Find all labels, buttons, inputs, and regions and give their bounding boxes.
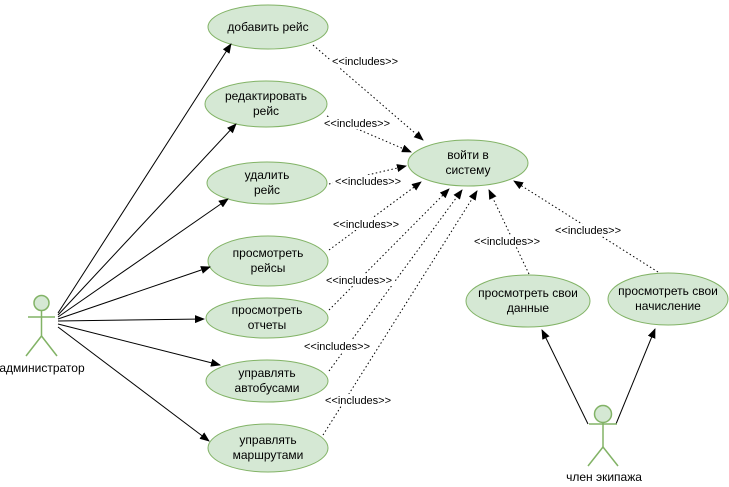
include-label-manage-routes: <<includes>> bbox=[323, 394, 393, 407]
use-case-label-line1: просмотреть свои bbox=[478, 286, 578, 300]
use-case-label-line2: маршрутами bbox=[233, 448, 304, 462]
use-case-ellipse[interactable] bbox=[204, 80, 328, 128]
include-label-edit-flight: <<includes>> bbox=[322, 117, 392, 130]
include-label-text: <<includes>> bbox=[332, 56, 398, 68]
use-case-ellipse[interactable] bbox=[207, 235, 329, 287]
association-administrator-delete-flight bbox=[57, 198, 229, 318]
include-label-bg bbox=[333, 175, 403, 187]
use-case-ellipse[interactable] bbox=[207, 4, 329, 50]
include-label-bg bbox=[322, 117, 392, 129]
include-label-delete-flight: <<includes>> bbox=[333, 175, 403, 188]
include-label-add-flight: <<includes>> bbox=[330, 55, 400, 68]
actor-left-leg bbox=[587, 446, 604, 467]
include-label-text: <<includes>> bbox=[324, 118, 390, 130]
include-edge-view-reports-login bbox=[328, 188, 450, 311]
use-case-label-line2: рейсы bbox=[251, 261, 286, 275]
association-administrator-view-flights bbox=[57, 266, 211, 320]
association-administrator-add-flight bbox=[57, 43, 232, 314]
actor-label: член экипажа bbox=[566, 470, 642, 484]
include-label-bg bbox=[323, 394, 393, 406]
include-label-bg bbox=[324, 274, 394, 286]
include-label-text: <<includes>> bbox=[325, 395, 391, 407]
include-label-bg bbox=[302, 340, 372, 352]
actor-administrator[interactable]: администратор bbox=[0, 294, 85, 376]
include-label-text: <<includes>> bbox=[555, 225, 621, 237]
include-label-view-reports: <<includes>> bbox=[324, 274, 394, 287]
include-label-text: <<includes>> bbox=[304, 341, 370, 353]
include-edge-edit-flight-login bbox=[326, 115, 412, 153]
use-case-ellipse[interactable] bbox=[207, 423, 329, 473]
use-case-ellipse[interactable] bbox=[607, 272, 729, 326]
use-case-label-line2: систему bbox=[445, 163, 490, 177]
actor-right-leg bbox=[40, 335, 58, 357]
use-case-label-line1: просмотреть свои bbox=[618, 284, 718, 298]
include-edge-view-own-data-login bbox=[488, 189, 530, 275]
include-label-bg bbox=[553, 224, 623, 236]
use-case-label-line1: управлять bbox=[239, 433, 296, 447]
include-label-view-flights: <<includes>> bbox=[331, 218, 401, 231]
use-case-manage-routes[interactable]: управлять маршрутами bbox=[207, 423, 329, 473]
association-crew-view-own-data bbox=[541, 329, 589, 425]
include-label-view-own-data: <<includes>> bbox=[472, 235, 542, 248]
use-case-label-line1: просмотреть bbox=[233, 246, 304, 260]
use-case-label-line2: отчеты bbox=[248, 318, 287, 332]
use-case-label-line1: просмотреть bbox=[232, 303, 303, 317]
use-case-ellipse[interactable] bbox=[205, 297, 329, 339]
actor-head bbox=[33, 294, 50, 312]
use-case-label-line2: автобусами bbox=[235, 381, 300, 395]
use-case-view-reports[interactable]: просмотреть отчеты bbox=[205, 297, 329, 339]
include-label-text: <<includes>> bbox=[326, 275, 392, 287]
actor-right-leg bbox=[602, 446, 619, 467]
use-case-label-line2: рейс bbox=[254, 183, 280, 197]
include-label-view-own-payroll: <<includes>> bbox=[553, 224, 623, 237]
actor-label: администратор bbox=[0, 361, 85, 375]
include-label-bg bbox=[331, 218, 401, 230]
use-case-label: добавить рейс bbox=[227, 20, 308, 34]
include-label-bg bbox=[330, 55, 400, 67]
use-case-label-line2: данные bbox=[507, 301, 550, 315]
actor-left-leg bbox=[25, 335, 43, 357]
include-label-text: <<includes>> bbox=[474, 236, 540, 248]
association-administrator-manage-routes bbox=[57, 326, 210, 442]
use-case-label-line1: удалить bbox=[245, 168, 290, 182]
use-case-label-line1: войти в bbox=[447, 148, 489, 162]
include-label-manage-buses: <<includes>> bbox=[302, 340, 372, 353]
use-case-delete-flight[interactable]: удалить рейс bbox=[206, 161, 328, 205]
use-case-label-line2: начисление bbox=[635, 299, 701, 313]
use-case-view-flights[interactable]: просмотреть рейсы bbox=[207, 235, 329, 287]
association-crew-view-own-payroll bbox=[615, 328, 656, 425]
use-case-ellipse[interactable] bbox=[407, 139, 529, 187]
include-label-text: <<includes>> bbox=[333, 219, 399, 231]
use-case-manage-buses[interactable]: управлять автобусами bbox=[205, 359, 329, 403]
use-case-ellipse[interactable] bbox=[205, 359, 329, 403]
actor-crew-member[interactable]: член экипажа bbox=[566, 404, 642, 485]
use-case-edit-flight[interactable]: редактировать рейс bbox=[204, 80, 328, 128]
use-case-label-line1: редактировать bbox=[225, 89, 307, 103]
use-case-login[interactable]: войти в систему bbox=[407, 139, 529, 187]
use-case-ellipse[interactable] bbox=[465, 274, 591, 328]
association-administrator-manage-buses bbox=[57, 323, 221, 367]
use-case-label-line2: рейс bbox=[253, 104, 279, 118]
association-administrator-view-reports bbox=[57, 315, 205, 324]
actor-head bbox=[593, 404, 613, 424]
use-case-label-line1: управлять bbox=[238, 366, 295, 380]
include-label-bg bbox=[472, 235, 542, 247]
include-edge-view-flights-login bbox=[328, 181, 422, 251]
use-case-view-own-payroll[interactable]: просмотреть свои начисление bbox=[607, 272, 729, 326]
use-case-add-flight[interactable]: добавить рейс bbox=[207, 4, 329, 50]
use-case-ellipse[interactable] bbox=[206, 161, 328, 205]
use-case-view-own-data[interactable]: просмотреть свои данные bbox=[465, 274, 591, 328]
association-administrator-edit-flight bbox=[57, 123, 237, 316]
include-label-text: <<includes>> bbox=[335, 176, 401, 188]
